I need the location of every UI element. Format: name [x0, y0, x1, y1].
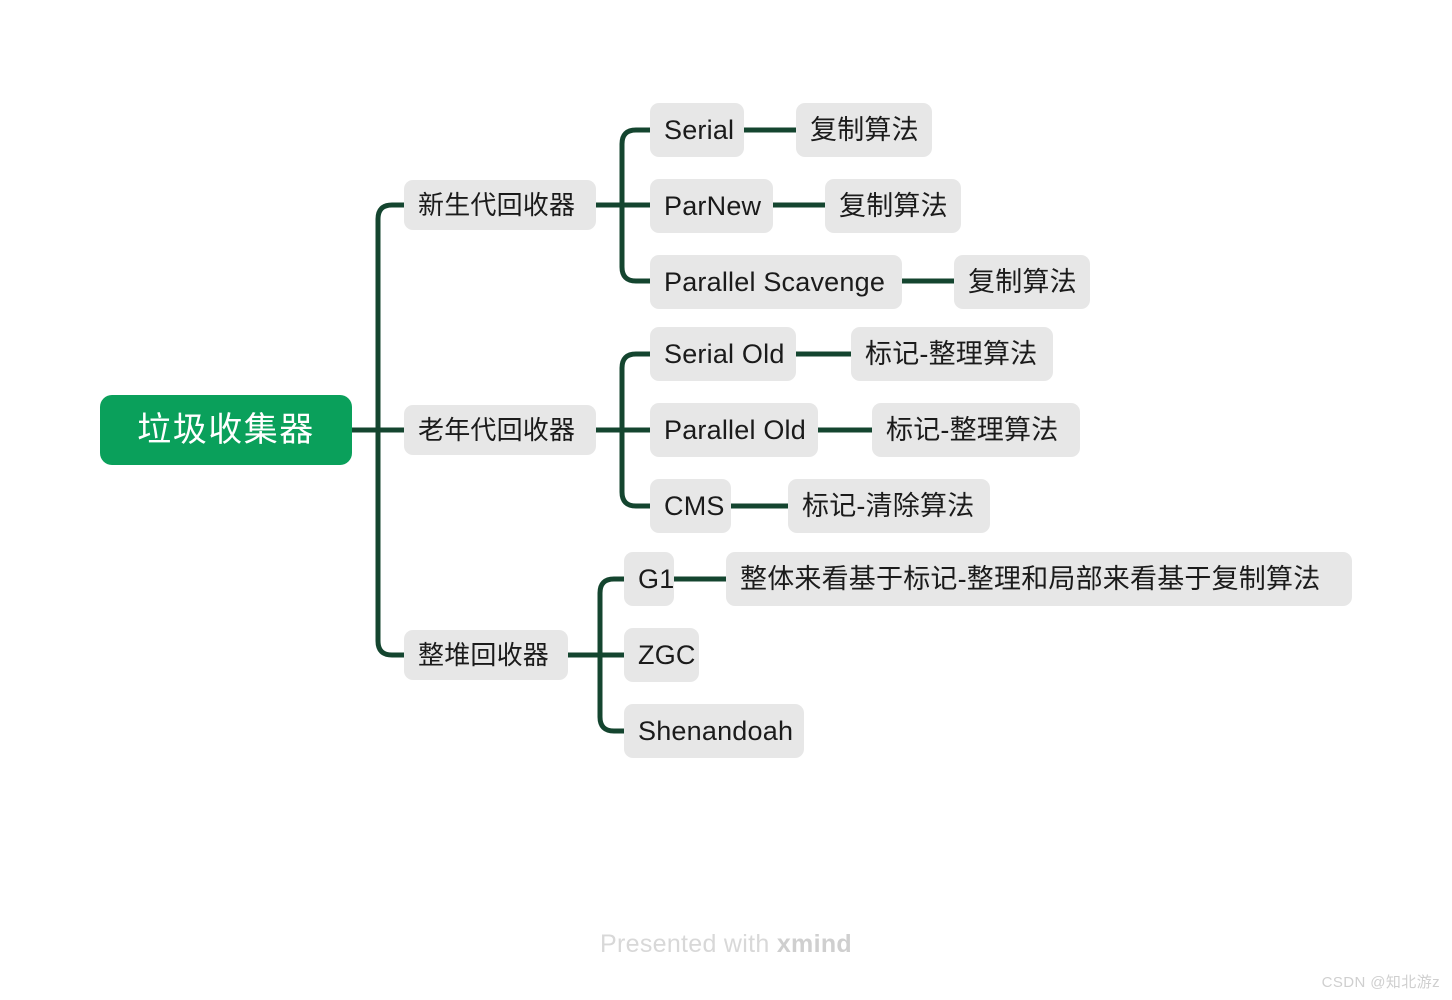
node-g1[interactable]: G1 — [624, 552, 674, 606]
edge-branch3-g1 — [597, 576, 627, 658]
node-parnew[interactable]: ParNew — [650, 179, 773, 233]
node-serial-algorithm-label: 复制算法 — [810, 114, 919, 145]
xmind-brand: xmind — [776, 930, 852, 958]
footer-attribution: Presented with xmind — [0, 930, 1452, 959]
node-cms[interactable]: CMS — [650, 479, 731, 533]
node-parnew-algorithm[interactable]: 复制算法 — [825, 179, 961, 233]
node-branch-old-gen-label: 老年代回收器 — [418, 415, 576, 445]
node-root-label: 垃圾收集器 — [137, 411, 315, 449]
edge-branch2-serialold — [619, 351, 653, 433]
edge-branch1-serial — [619, 127, 653, 208]
node-cms-algorithm[interactable]: 标记-清除算法 — [788, 479, 990, 533]
edge-branch1-ps — [619, 202, 653, 284]
node-g1-algorithm-label: 整体来看基于标记-整理和局部来看基于复制算法 — [740, 563, 1321, 594]
node-branch-whole-heap[interactable]: 整堆回收器 — [404, 630, 568, 680]
footer-prefix: Presented with — [600, 930, 777, 958]
node-cms-algorithm-label: 标记-清除算法 — [802, 490, 975, 521]
node-serial-old-algorithm-label: 标记-整理算法 — [865, 338, 1038, 369]
node-parnew-label: ParNew — [664, 190, 762, 221]
node-serial-algorithm[interactable]: 复制算法 — [796, 103, 932, 157]
edge-branch3-shenandoah — [597, 652, 627, 734]
node-parallel-old-label: Parallel Old — [664, 414, 806, 445]
node-serial-old-label: Serial Old — [664, 338, 785, 369]
node-g1-label: G1 — [638, 563, 675, 594]
node-root[interactable]: 垃圾收集器 — [100, 395, 352, 465]
node-parallel-old[interactable]: Parallel Old — [650, 403, 818, 457]
edge-trunk-branch1 — [375, 202, 407, 433]
node-parnew-algorithm-label: 复制算法 — [839, 190, 948, 221]
node-branch-young-gen-label: 新生代回收器 — [418, 190, 576, 220]
node-serial[interactable]: Serial — [650, 103, 744, 157]
node-zgc-label: ZGC — [638, 639, 696, 670]
node-parallel-scavenge-label: Parallel Scavenge — [664, 266, 886, 297]
node-parallel-scavenge-algorithm-label: 复制算法 — [968, 266, 1077, 297]
node-parallel-old-algorithm[interactable]: 标记-整理算法 — [872, 403, 1080, 457]
node-shenandoah-label: Shenandoah — [638, 715, 794, 746]
node-serial-label: Serial — [664, 114, 735, 145]
node-serial-old[interactable]: Serial Old — [650, 327, 796, 381]
node-shenandoah[interactable]: Shenandoah — [624, 704, 804, 758]
node-branch-whole-heap-label: 整堆回收器 — [418, 640, 550, 670]
node-parallel-scavenge-algorithm[interactable]: 复制算法 — [954, 255, 1090, 309]
node-branch-young-gen[interactable]: 新生代回收器 — [404, 180, 596, 230]
csdn-watermark: CSDN @知北游z — [1321, 974, 1440, 991]
node-parallel-old-algorithm-label: 标记-整理算法 — [886, 414, 1059, 445]
edge-branch2-cms — [619, 427, 653, 509]
edge-trunk-branch3 — [375, 427, 407, 658]
node-serial-old-algorithm[interactable]: 标记-整理算法 — [851, 327, 1053, 381]
node-cms-label: CMS — [664, 490, 725, 521]
node-g1-algorithm[interactable]: 整体来看基于标记-整理和局部来看基于复制算法 — [726, 552, 1352, 606]
node-branch-old-gen[interactable]: 老年代回收器 — [404, 405, 596, 455]
node-parallel-scavenge[interactable]: Parallel Scavenge — [650, 255, 902, 309]
node-zgc[interactable]: ZGC — [624, 628, 699, 682]
